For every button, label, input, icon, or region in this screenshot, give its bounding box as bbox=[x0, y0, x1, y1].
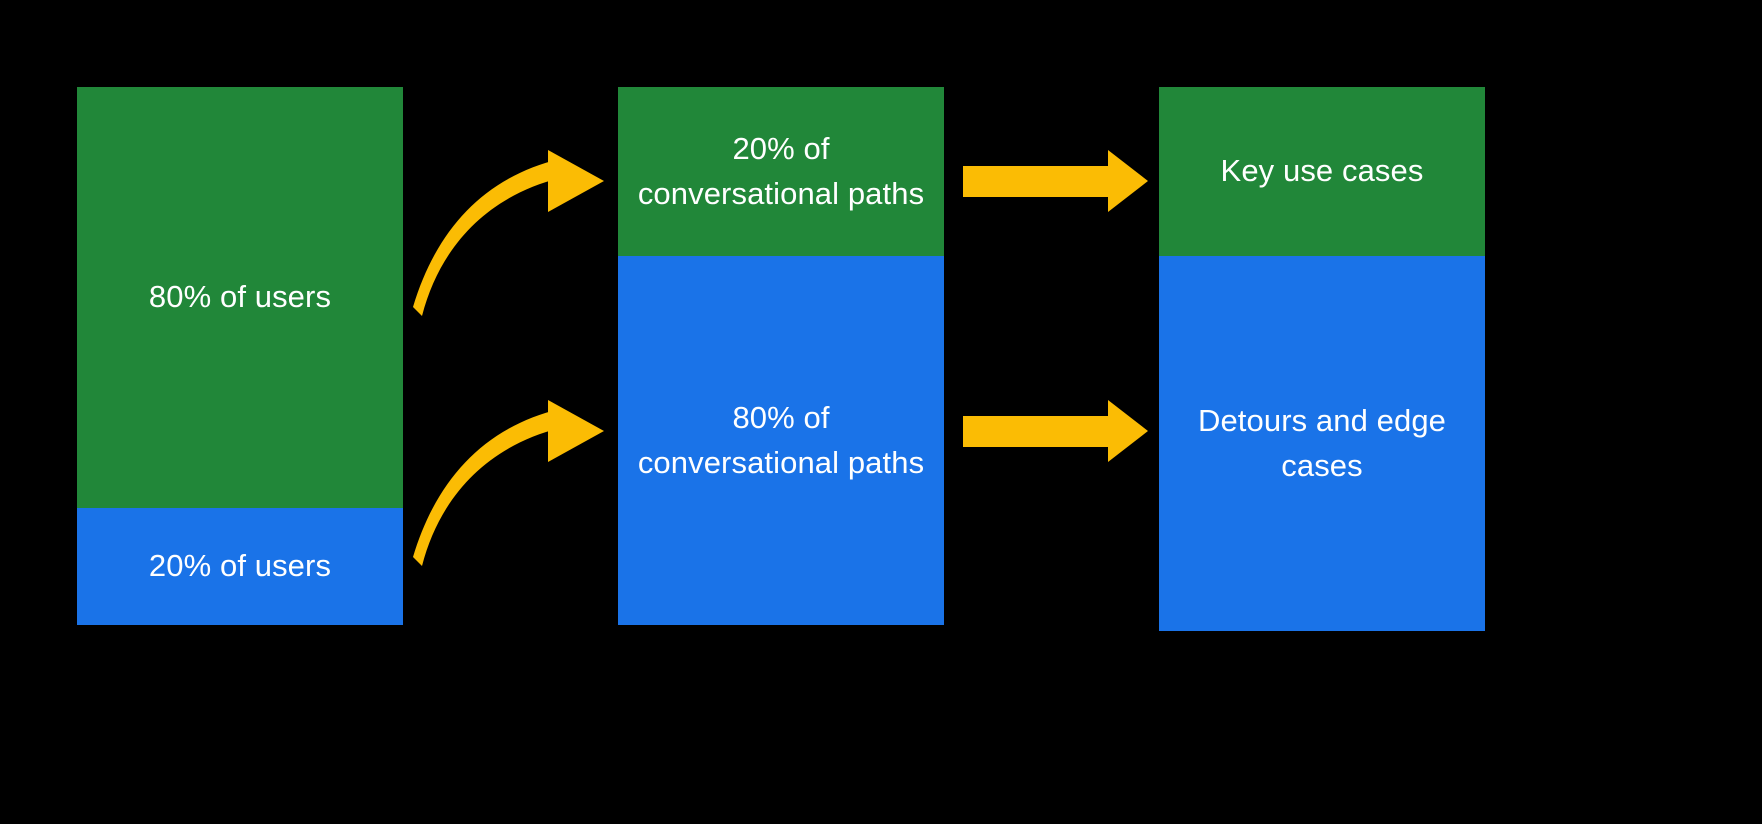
segment-paths-majority: 80% of conversational paths bbox=[618, 256, 944, 625]
arrow-users-majority-to-paths-minority-icon bbox=[413, 150, 604, 316]
arrow-paths-majority-to-detours-icon bbox=[963, 400, 1148, 462]
segment-detours-edge-cases: Detours and edge cases bbox=[1159, 256, 1485, 631]
use-cases-column: Key use cases Detours and edge cases bbox=[1159, 87, 1485, 631]
segment-key-use-cases: Key use cases bbox=[1159, 87, 1485, 256]
arrow-users-minority-to-paths-majority-icon bbox=[413, 400, 604, 566]
users-column: 80% of users 20% of users bbox=[77, 87, 403, 625]
arrow-paths-minority-to-key-use-cases-icon bbox=[963, 150, 1148, 212]
conversational-paths-column: 20% of conversational paths 80% of conve… bbox=[618, 87, 944, 625]
segment-paths-minority: 20% of conversational paths bbox=[618, 87, 944, 256]
segment-users-minority: 20% of users bbox=[77, 508, 403, 625]
segment-users-majority: 80% of users bbox=[77, 87, 403, 508]
